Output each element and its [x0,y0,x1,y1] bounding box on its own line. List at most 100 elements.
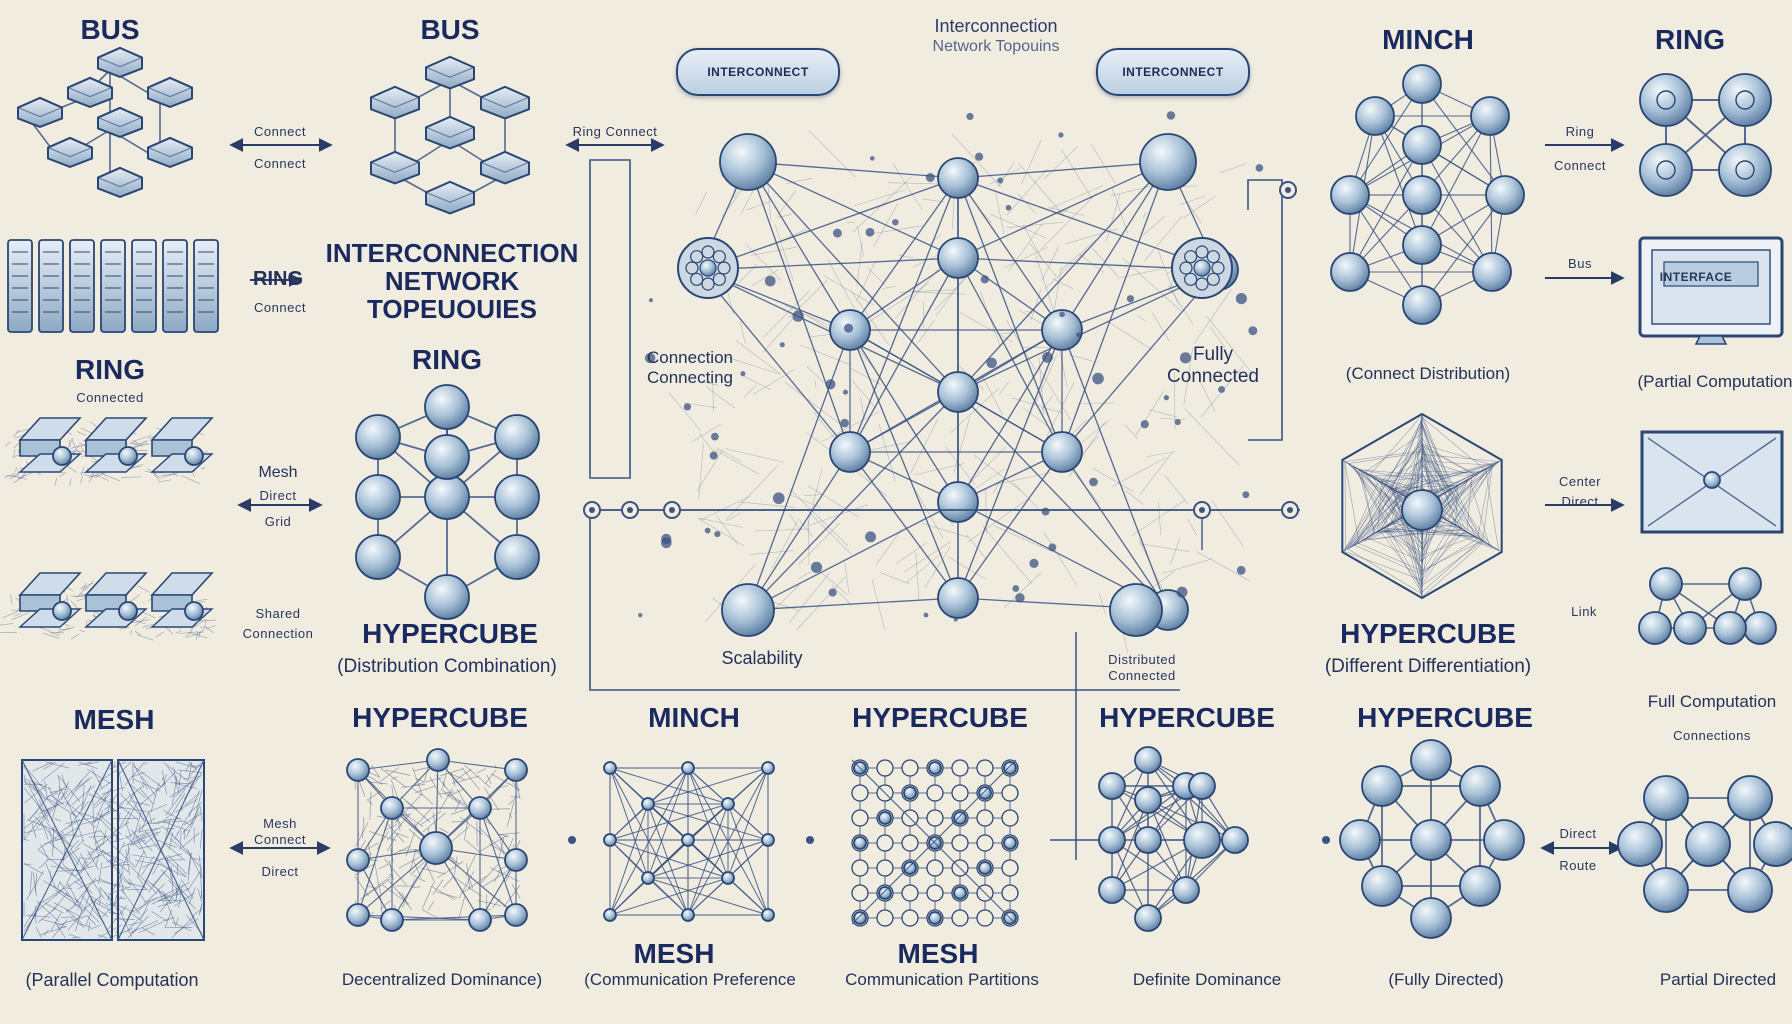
link-line [80,894,106,924]
brain-lobe [1184,250,1198,264]
link-line [819,570,849,596]
connector-frame [568,159,1330,860]
cube-node [425,115,475,150]
link-line [1447,478,1470,522]
link-line [466,863,471,890]
node-sphere [903,861,917,875]
node-sphere [1727,867,1773,913]
scatter-dot [638,612,643,618]
link-line [692,424,721,442]
link-line [54,478,58,487]
arrow-label-a9-1: Center [1558,474,1602,489]
link-line [1184,408,1240,466]
link-line [827,259,855,310]
link-line [140,900,150,921]
scatter-dot [779,342,785,348]
node-sphere [1098,826,1126,854]
link-line [129,832,147,842]
link-line [57,881,61,889]
connector-dot [806,836,814,844]
link-line [424,861,435,883]
link-line [396,816,401,832]
link-line [204,618,207,629]
link-line [1383,527,1423,594]
bottom-hypercube-2 [1098,746,1249,932]
scatter-dot [1005,204,1012,211]
scatter-dot [925,173,935,182]
grid-ring [876,909,894,927]
link-line [71,444,80,455]
grid-ring [976,759,994,777]
arrow-label-a8: Bus [1568,256,1592,271]
link-line [391,914,517,921]
center-title-line-1: INTERCONNECTION [325,238,579,268]
link-line [459,816,483,835]
scatter-dot [1059,311,1065,318]
link-line [429,776,443,799]
caption-fully-directed: (Fully Directed) [1388,970,1504,989]
node-sphere [1410,739,1452,781]
link-line [94,806,124,821]
link-line [80,476,83,484]
node-sphere [346,758,370,782]
link-line [200,871,203,899]
link-line [478,826,506,854]
arrow-label-a11-1: Direct [1559,826,1597,841]
link-line [492,898,501,909]
link-line [80,818,103,825]
link-line [144,470,157,474]
link-line [1187,518,1198,536]
arrow-label-a1-2: Connect [254,156,306,171]
link-line [142,624,153,628]
link-line [1358,469,1423,476]
link-line [95,852,100,867]
link-line [945,446,976,485]
link-line [90,924,102,930]
node-sphere [878,886,892,900]
link-line [413,886,421,888]
link-line [23,780,36,792]
link-line [126,792,136,805]
heading-minch-right: MINCH [1382,24,1474,55]
link-line [1061,161,1169,331]
grid-ring [926,884,944,902]
link-line [1440,473,1479,496]
link-line [98,878,121,889]
arrow-label-a4-1: Shared [255,606,301,621]
link-line [71,785,95,806]
link-line [28,781,57,808]
grid-ring [876,859,894,877]
link-line [1379,530,1423,588]
scatter-dot [923,612,929,618]
node-sphere [681,833,695,847]
link-line [1358,469,1376,534]
link-line [1421,446,1476,476]
link-line [957,177,1063,331]
link-line [51,828,72,848]
node-sphere [424,384,470,430]
link-line [153,473,160,481]
cube-node [47,136,93,169]
link-line [1421,424,1442,495]
link-line [754,528,810,532]
grid-ring [951,759,969,777]
link-line [44,902,64,914]
link-line [68,933,81,939]
link-line [420,810,442,826]
link-line [1170,537,1181,565]
link-line [199,619,216,622]
link-line [58,786,75,816]
link-line [772,520,798,569]
link-line [48,828,55,849]
link-line [183,812,203,826]
link-line [24,783,49,804]
grid-ring [901,909,919,927]
bracket-right [1247,179,1283,441]
connector-dot [1287,507,1293,513]
link-line [175,883,181,900]
link-line [1421,444,1477,476]
scatter-dot [810,561,823,574]
link-line [98,807,115,818]
link-line [86,768,111,784]
scatter-dot [842,389,848,395]
